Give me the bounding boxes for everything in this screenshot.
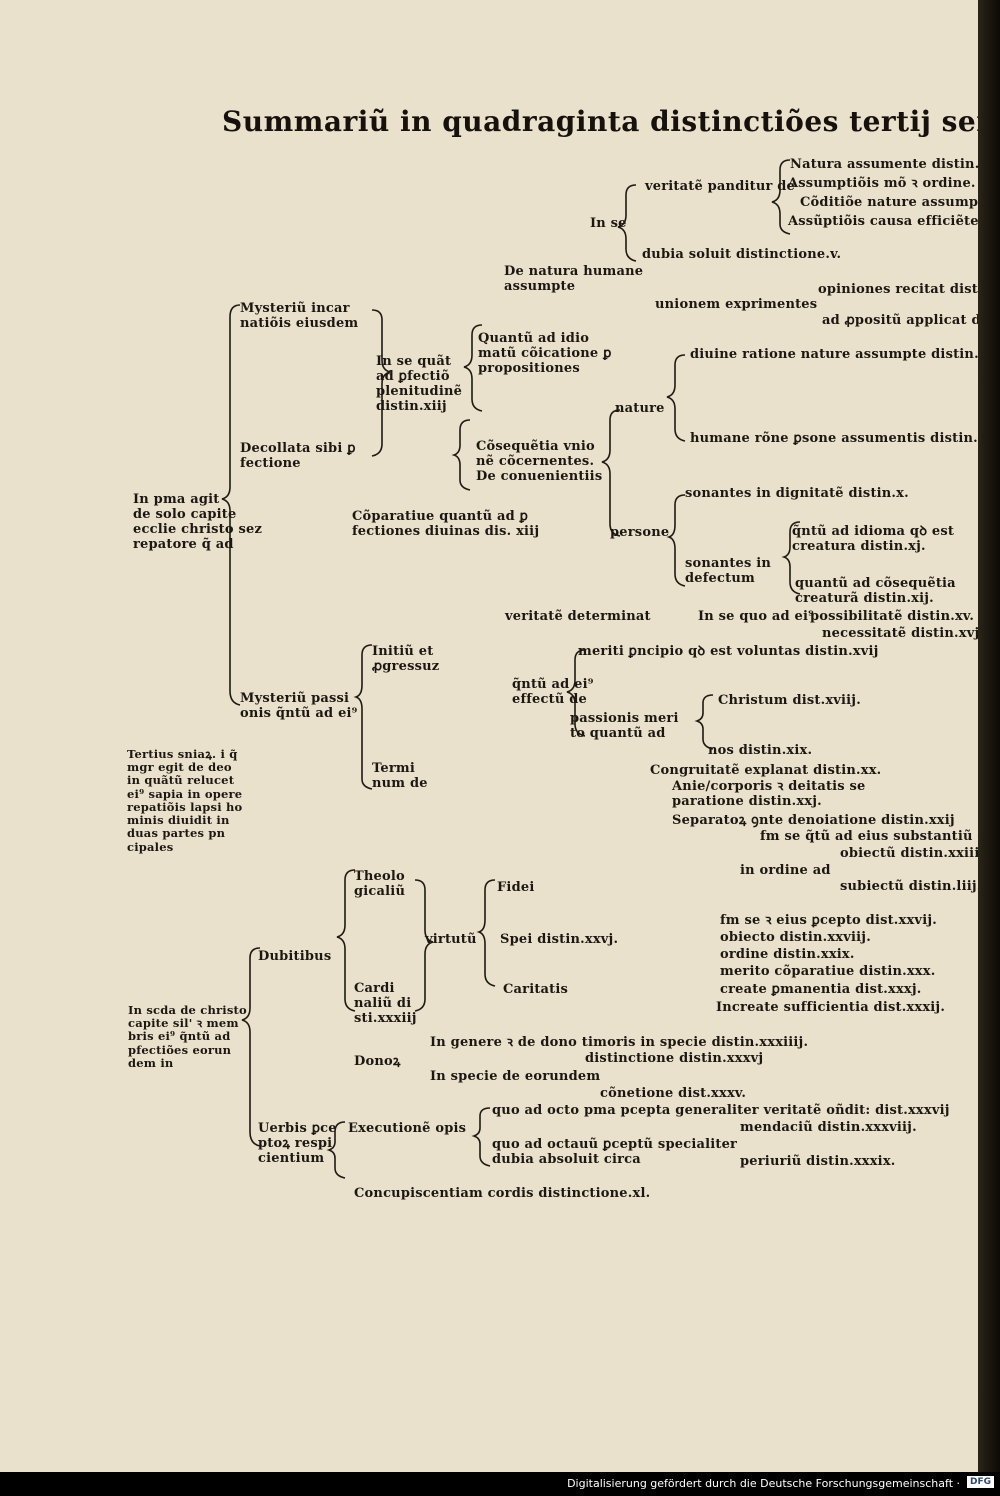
entry-subiectum: subiectũ distin.liij. <box>840 879 978 894</box>
brace-nature-persone <box>601 409 621 537</box>
entry-quantum-effectum: q̃ntũ ad ei⁹ effectũ de <box>512 677 594 707</box>
brace-consequentia <box>451 419 471 491</box>
entry-executionem-operis: Executionẽ opis <box>348 1121 467 1136</box>
entry-fm-se-quantum: fm se q̃tũ ad eius substantiũ dist.xxiij <box>760 829 978 844</box>
brace-theologicalium <box>336 869 356 1012</box>
entry-increate-sufficientia: Increate sufficientia dist.xxxij. <box>716 1000 946 1015</box>
entry-veritatem-panditur: veritatẽ panditur de <box>645 179 796 194</box>
brace-lines <box>221 159 801 1179</box>
entry-necessitatem: necessitatẽ distin.xvj. <box>822 626 978 641</box>
entry-in-specie: In specie de eorundem <box>430 1069 601 1084</box>
brace-quo <box>471 1107 491 1167</box>
entry-unionem-exprimentes: unionem exprimentes <box>655 297 818 312</box>
brace-diuine <box>666 354 686 442</box>
entry-cardinalium: Cardi naliũ di sti.xxxiij <box>354 981 417 1026</box>
entry-congruitatem: Congruitatẽ explanat distin.xx. <box>650 763 882 778</box>
entry-consequentia: Cõsequẽtia vnio nẽ cõcernentes. De conue… <box>476 439 603 484</box>
entry-dubitibus: Dubitibus <box>258 949 332 964</box>
entry-quantum-consequentia: quantũ ad cõsequẽtia creaturã distin.xij… <box>795 576 956 606</box>
entry-caritatis: Caritatis <box>503 982 569 997</box>
brace-inse2 <box>371 309 391 457</box>
entry-quo-ad-octauum: quo ad octauũ ꝑceptũ specialiter dubia a… <box>492 1137 738 1167</box>
entry-nature: nature <box>615 401 665 416</box>
brace-mysterium <box>221 304 241 706</box>
entry-concupiscentiam: Concupiscentiam cordis distinctione.xl. <box>354 1186 651 1201</box>
entry-humane-rone: humane rõne ꝑsone assumentis distin.ix. <box>690 431 978 446</box>
entry-mysterium-passionis: Mysteriũ passi onis q̃ntũ ad ei⁹ <box>240 691 358 721</box>
brace-executionem <box>326 1121 346 1179</box>
brace-fidei <box>476 879 496 987</box>
entry-initium: Initiũ et ꝓgressuz <box>372 644 440 674</box>
entry-in-se-quo: In se quo ad ei⁹ <box>698 609 815 624</box>
entry-sonantes-defectum: sonantes in defectum <box>685 556 772 586</box>
entry-connetione: cõnetione dist.xxxv. <box>600 1086 747 1101</box>
entry-ad-propositum: ad ꝓpositũ applicat dist.vij <box>822 313 978 328</box>
entry-quantum-ad-idiomatum: Quantũ ad idio matũ cõicatione ꝑ proposi… <box>478 331 612 376</box>
entry-christum: Christum dist.xviij. <box>718 693 861 708</box>
entry-possibilitatem: possibilitatẽ distin.xv. <box>810 609 975 624</box>
entry-separatorum: Separatoꝝ ꝯnte denoiatione distin.xxij <box>672 813 955 828</box>
entry-natura-assumente: Natura assumente distin.j. <box>790 157 978 172</box>
entry-tertius-sententiarum: Tertius sniaꝝ. i q̃ mgr egit de deo in q… <box>127 747 243 854</box>
book-page: Summariũ in quadraginta distinctiões ter… <box>0 0 978 1472</box>
entry-create-permanentia: create ꝑmanentia dist.xxxj. <box>720 982 922 997</box>
entry-opiniones-recitat: opiniones recitat distin.vj <box>818 282 978 297</box>
entry-meriti-principio: meriti ꝑncipio qꝺ est voluntas distin.xv… <box>578 644 879 659</box>
entry-sonantes-dignitatem: sonantes in dignitatẽ distin.x. <box>685 486 909 501</box>
entry-in-secunda: In scda de christo capite sil' ꝛ mem bri… <box>128 1003 247 1070</box>
entry-theologicalium: Theolo gicaliũ <box>354 869 406 899</box>
entry-comparatiue: Cõparatiue quantũ ad ꝑ fectiones diuinas… <box>352 509 540 539</box>
brace-initium <box>353 644 373 790</box>
entry-mendacium: mendaciũ distin.xxxviij. <box>740 1120 917 1135</box>
entry-passionis-merito: passionis meri to quantũ ad <box>570 711 679 741</box>
entry-in-se: In se <box>590 216 627 231</box>
brace-insetop <box>771 159 791 235</box>
entry-quantum-idioma: q̃ntũ ad idioma qꝺ est creatura distin.x… <box>792 524 955 554</box>
brace-qntu <box>781 521 801 595</box>
entry-quo-ad-octo: quo ad octo pma pcepta generaliter verit… <box>492 1103 950 1118</box>
brace-sonantes <box>666 494 686 587</box>
brace-christum <box>694 694 714 750</box>
entry-mysterium-incarnationis: Mysteriũ incar natiõis eiusdem <box>240 301 359 331</box>
entry-de-natura-humane: De natura humane assumpte <box>504 264 644 294</box>
entry-conditione-nature: Cõditiõe nature assumpte di. <box>800 195 978 210</box>
entry-obiecto: obiecto distin.xxviij. <box>720 930 871 945</box>
entry-persone: persone <box>610 525 670 540</box>
brace-virtutum-left <box>414 879 434 1012</box>
entry-assumptionis-modo: Assumptiõis mõ ꝛ ordine. dis <box>788 176 978 191</box>
entry-donorum: Donoꝝ <box>354 1054 401 1069</box>
entry-in-se-quantum: In se quãt ad ꝑfectiõ plenitudinẽ distin… <box>376 354 463 414</box>
page-title: Summariũ in quadraginta distinctiões ter… <box>222 105 978 138</box>
entry-dubia-soluit: dubia soluit distinctione.v. <box>642 247 842 262</box>
entry-fidei: Fidei <box>497 880 535 895</box>
dfg-logo: DFG <box>966 1476 994 1488</box>
entry-ordine: ordine distin.xxix. <box>720 947 855 962</box>
brace-meriti <box>566 649 586 737</box>
page-edge <box>978 0 1000 1472</box>
entry-spei: Spei distin.xxvj. <box>500 932 619 947</box>
entry-in-prima-agit: In pma agit de solo capite ecclie christ… <box>133 492 263 552</box>
entry-periurium: periuriũ distin.xxxix. <box>740 1154 896 1169</box>
entry-merito-comparatiue: merito cõparatiue distin.xxx. <box>720 964 936 979</box>
entry-assumptionis-causa: Assũptiõis causa efficiẽte di. iij <box>788 214 978 229</box>
entry-anime-corporis: Anie/corporis ꝛ deitatis se paratione di… <box>672 779 866 809</box>
entry-in-ordine: in ordine ad <box>740 863 831 878</box>
entry-in-genere: In genere ꝛ de dono timoris in specie di… <box>430 1035 809 1050</box>
entry-nos: nos distin.xix. <box>708 743 813 758</box>
entry-veritatem-determinat: veritatẽ determinat <box>505 609 651 624</box>
entry-distinctione-xxxvj: distinctione distin.xxxvj <box>585 1051 764 1066</box>
entry-terminum: Termi num de <box>372 761 428 791</box>
entry-decollata: Decollata sibi ꝑ fectione <box>240 441 356 471</box>
entry-diuine-ratione: diuine ratione nature assumpte distin.vi… <box>690 347 978 362</box>
entry-virtutum: virtutũ <box>425 932 477 947</box>
brace-dubitibus <box>241 947 261 1147</box>
entry-fm-se-eius: fm se ꝛ eius ꝑcepto dist.xxvij. <box>720 913 937 928</box>
footer-text: Digitalisierung gefördert durch die Deut… <box>567 1477 960 1490</box>
entry-verbis-preceptorum: Uerbis ꝑce ptoꝝ respi cientium <box>258 1121 337 1166</box>
brace-quantum <box>463 324 483 412</box>
brace-inse <box>617 184 637 262</box>
footer-bar: Digitalisierung gefördert durch die Deut… <box>0 1472 1000 1496</box>
entry-obiectum: obiectũ distin.xxiiij <box>840 846 978 861</box>
